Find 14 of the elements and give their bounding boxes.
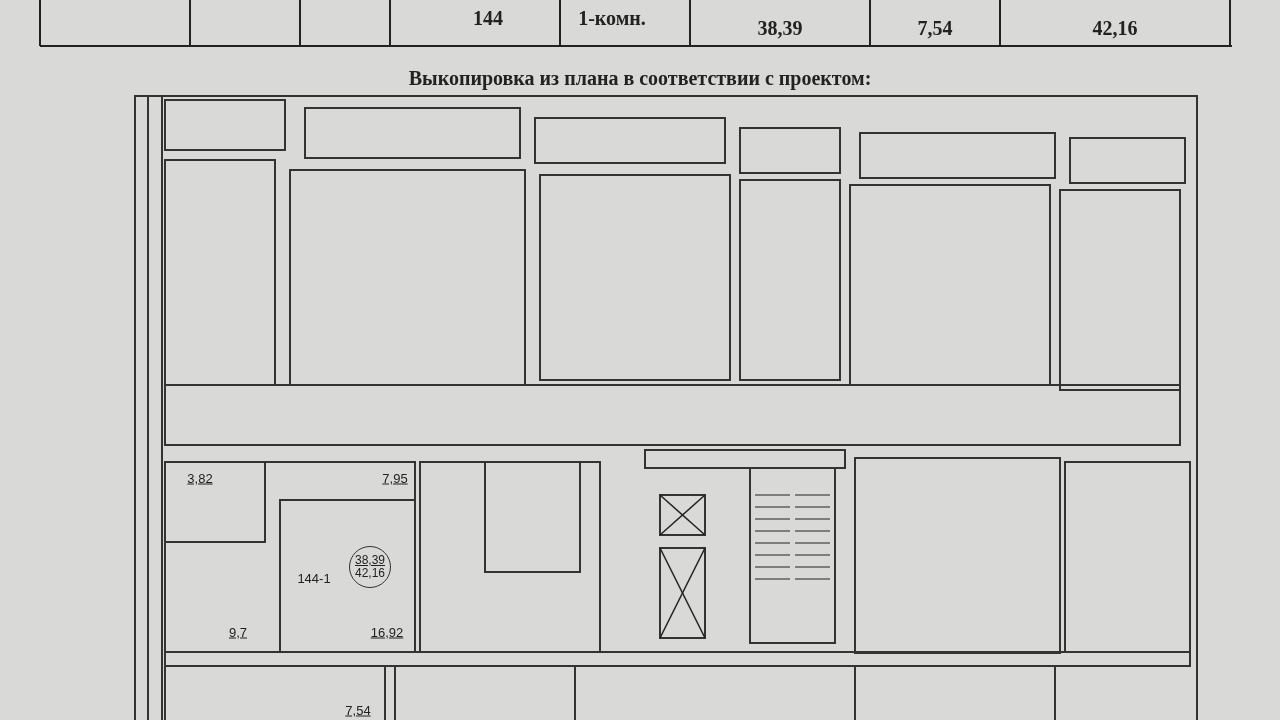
table-cell: 42,16: [1092, 16, 1138, 40]
table-cell: 1-комн.: [578, 6, 646, 30]
room-area: 7,54: [345, 702, 371, 718]
room-area: 3,82: [187, 470, 213, 486]
room-area: 7,95: [382, 470, 408, 486]
plan-heading: Выкопировка из плана в соответствии с проектом:: [408, 66, 872, 90]
room-area: 16,92: [370, 624, 404, 640]
total-area: 42,16: [355, 567, 385, 580]
table-cell: 38,39: [757, 16, 803, 40]
apartment-number: 144-1: [297, 570, 331, 586]
living-area: 38,39: [355, 554, 385, 567]
table-cell: 7,54: [917, 16, 953, 40]
table-cell: 144: [473, 6, 503, 30]
room-area: 9,7: [228, 624, 248, 640]
